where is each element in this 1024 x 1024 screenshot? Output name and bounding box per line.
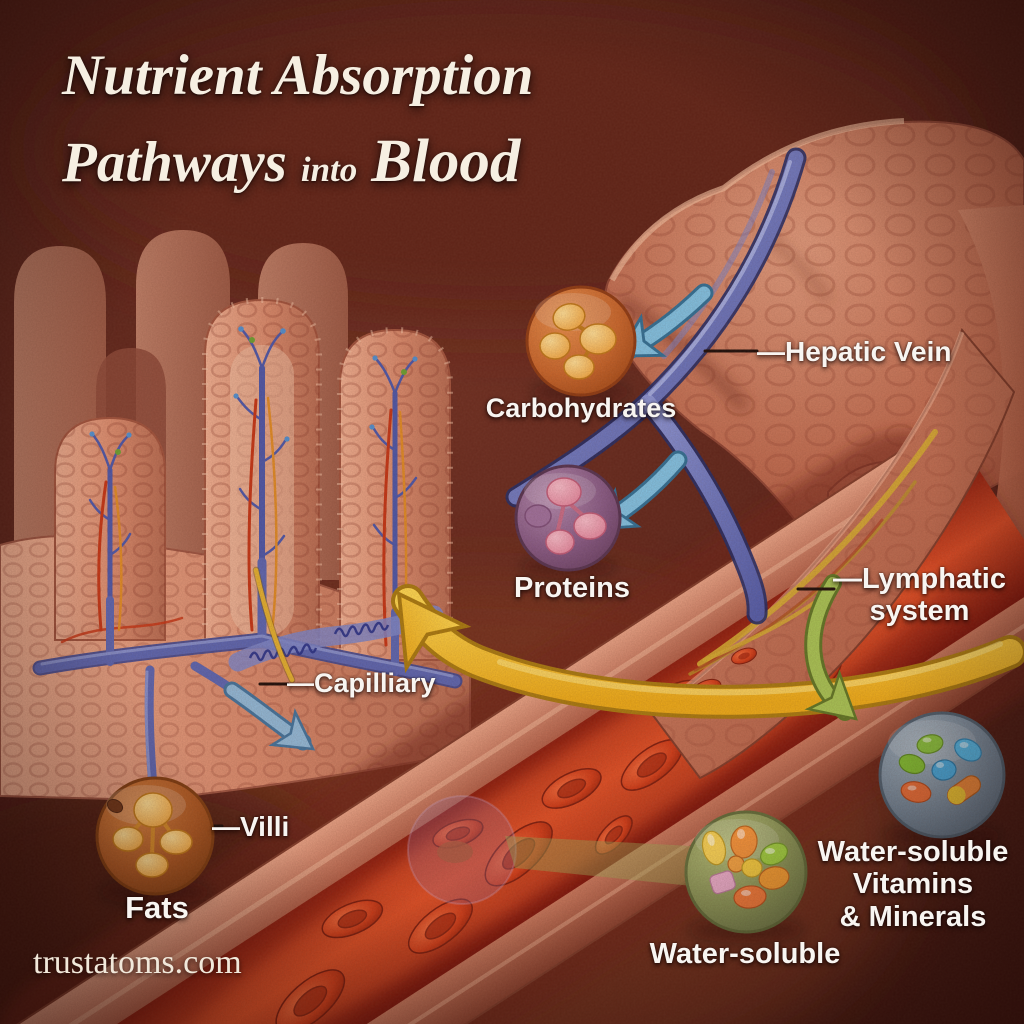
label-hepatic-vein: —Hepatic Vein [757,336,952,367]
label-water-soluble: Water-soluble [649,938,841,970]
page-title: Nutrient Absorption Pathways into Blood [62,34,533,206]
label-vitamins-line-2: Vitamins [852,868,974,901]
label-proteins: Proteins [513,572,631,604]
label-lymphatic-line-2: system [869,595,970,628]
label-villi: —Villi [212,811,290,842]
label-vitamins-line-3: & Minerals [839,900,987,933]
title-word-into: into [300,150,358,190]
label-water-soluble-vitamins-minerals: Water-soluble Vitamins & Minerals [818,836,1009,933]
label-lymphatic-system: —Lymphatic system [833,563,1006,628]
title-line-1: Nutrient Absorption [62,44,534,107]
label-carbohydrates: Carbohydrates [485,393,677,423]
watermark: trustatoms.com [33,944,242,981]
title-word-blood: Blood [371,128,521,196]
title-line-2: Pathways into Blood [62,117,533,206]
label-lymphatic-line-1: —Lymphatic [833,563,1006,595]
label-capilliary: —Capilliary [287,668,436,698]
label-vitamins-line-1: Water-soluble [817,836,1009,868]
label-fats: Fats [125,890,189,925]
title-word-pathways: Pathways [62,131,287,195]
